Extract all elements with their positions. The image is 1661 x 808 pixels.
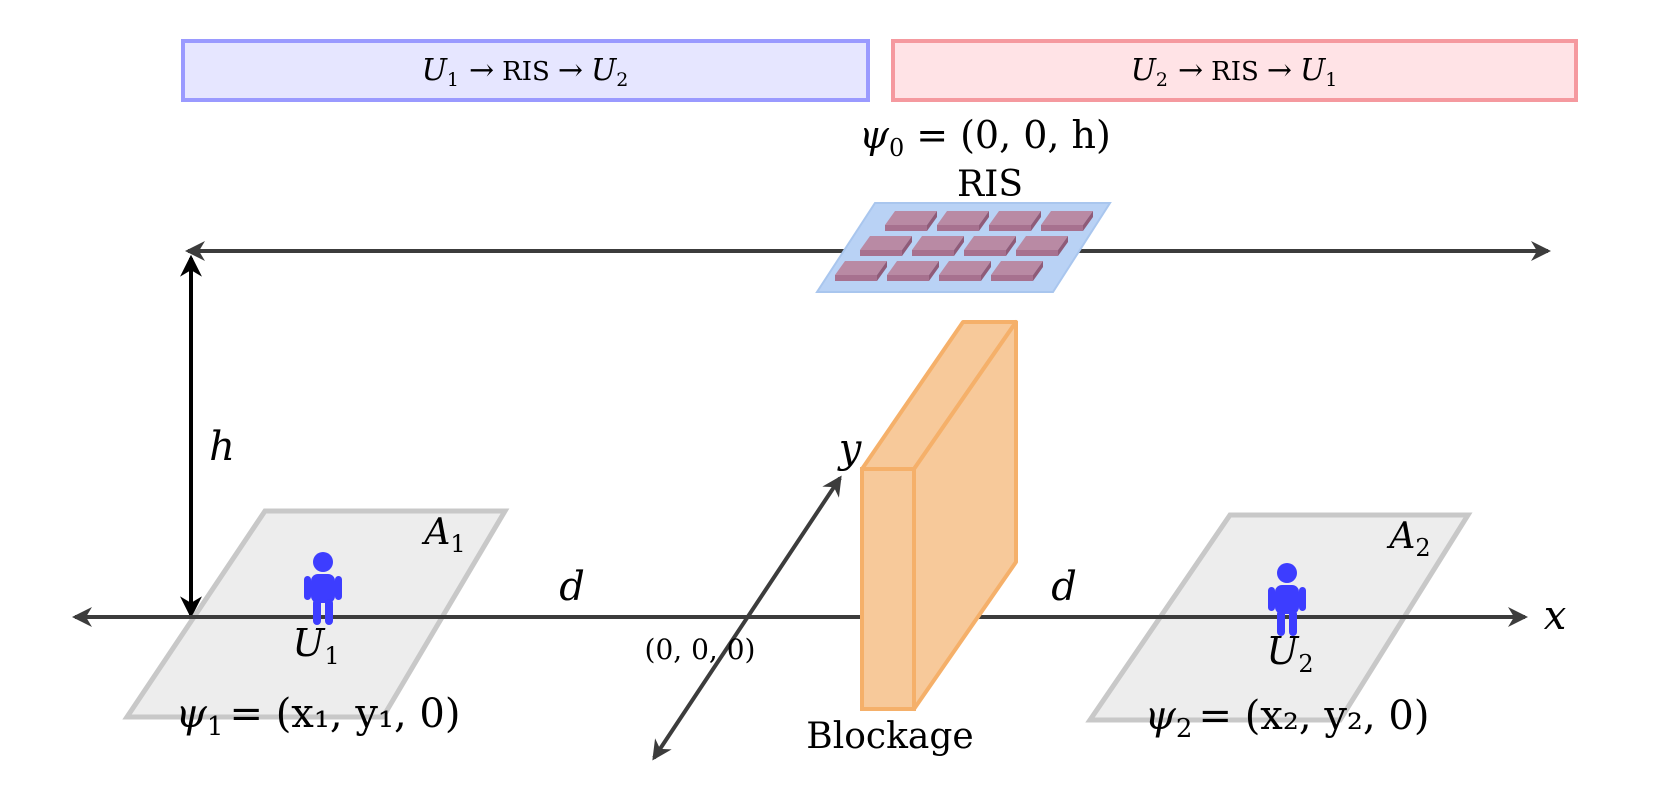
phase2-label: U2→RIS→U1: [1131, 53, 1338, 91]
ris-element-top: [937, 211, 989, 225]
ris-element-side: [1033, 261, 1043, 281]
ris-element-front: [991, 275, 1033, 281]
ris-element-front: [912, 250, 954, 256]
ris-element-side: [979, 211, 989, 231]
user1-person-icon: [304, 552, 342, 625]
ris-element-top: [887, 261, 939, 275]
distance-right-label: d: [1051, 564, 1077, 610]
ris-element-side: [954, 236, 964, 256]
user2-label: U2: [1266, 629, 1313, 678]
ris-element-front: [835, 275, 877, 281]
ris-element-top: [885, 211, 937, 225]
area1-label: A1: [421, 512, 465, 558]
ris-element-front: [1041, 225, 1083, 231]
height-label: h: [209, 424, 235, 470]
ris-element-side: [1083, 211, 1093, 231]
user1-label: U1: [292, 621, 339, 670]
ris-element-side: [902, 236, 912, 256]
ris-element-top: [939, 261, 991, 275]
ris-element-front: [989, 225, 1031, 231]
ris-element-top: [860, 236, 912, 250]
ris-element-top: [991, 261, 1043, 275]
user1-position-label: ψ1= (x₁, y₁, 0): [176, 691, 461, 742]
ris-element-front: [937, 225, 979, 231]
ris-element-side: [877, 261, 887, 281]
ris-element-top: [912, 236, 964, 250]
ris-element-side: [981, 261, 991, 281]
ris-element-side: [1031, 211, 1041, 231]
ris-element-side: [1058, 236, 1068, 256]
ris-element-top: [964, 236, 1016, 250]
phase1-box: U1→RIS→U2: [181, 39, 870, 102]
blockage-front: [860, 467, 916, 711]
blockage-label: Blockage: [806, 716, 973, 757]
ris-element-front: [860, 250, 902, 256]
y-axis-label: y: [837, 426, 863, 472]
user2-person-icon: [1268, 563, 1306, 636]
ris-element-top: [989, 211, 1041, 225]
blockage: [860, 320, 1018, 711]
area2-label: A2: [1386, 516, 1430, 562]
ris-element-side: [927, 211, 937, 231]
ris-element-side: [929, 261, 939, 281]
ris-element-front: [939, 275, 981, 281]
ris-label: RIS: [957, 164, 1023, 205]
ris-element-top: [1041, 211, 1093, 225]
phase1-box-bg: [181, 39, 870, 102]
ris-panel: [815, 202, 1112, 293]
distance-left-label: d: [559, 564, 585, 610]
x-axis-label: x: [1544, 593, 1567, 639]
ris-elements: [835, 211, 1093, 281]
y-axis: [652, 475, 842, 761]
ris-element-front: [1016, 250, 1058, 256]
ris-element-top: [1016, 236, 1068, 250]
ris-position-label: ψ0=(0, 0, h): [859, 113, 1111, 162]
origin-label: (0, 0, 0): [645, 633, 756, 666]
ris-element-front: [887, 275, 929, 281]
ris-element-side: [1006, 236, 1016, 256]
ris-element-front: [885, 225, 927, 231]
ris-element-front: [964, 250, 1006, 256]
phase2-box-bg: [891, 39, 1578, 102]
user2-position-label: ψ2= (x₂, y₂, 0): [1145, 693, 1430, 744]
ris-element-top: [835, 261, 887, 275]
phase1-label: U1→RIS→U2: [422, 53, 629, 91]
phase2-box: U2→RIS→U1: [891, 39, 1578, 102]
